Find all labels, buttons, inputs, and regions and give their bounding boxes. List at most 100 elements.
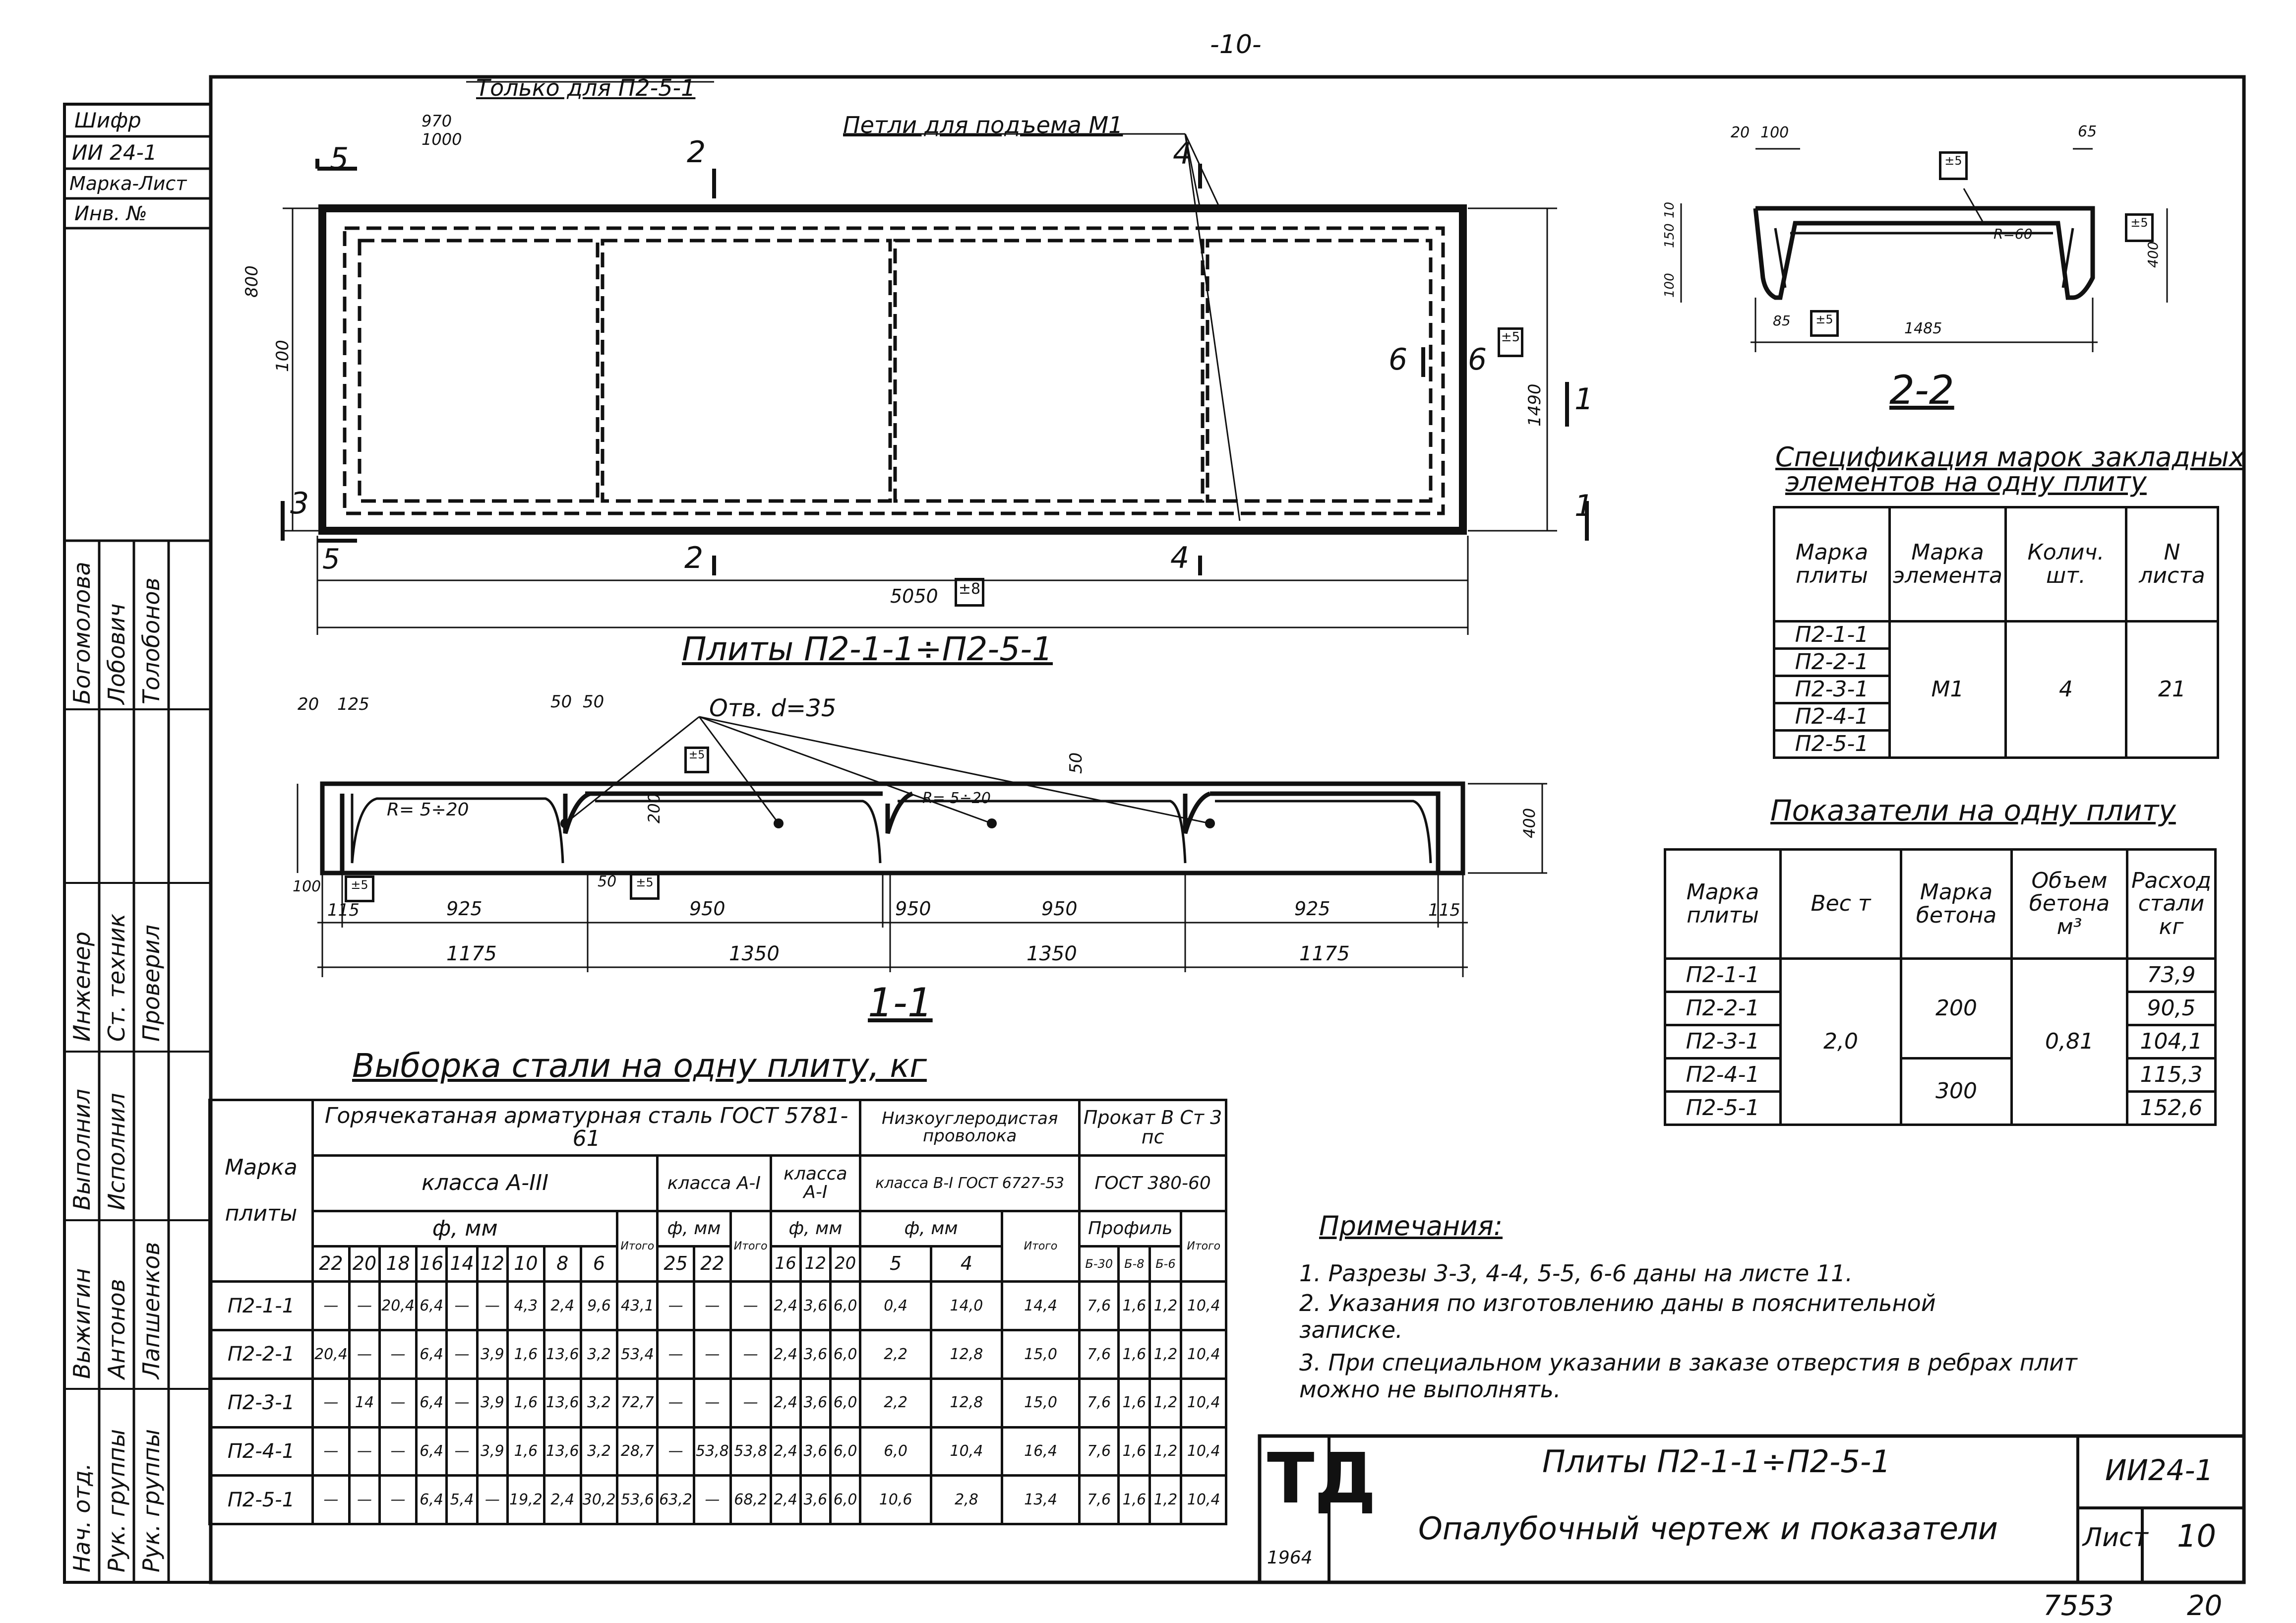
steel-cell: 10,4 xyxy=(1180,1426,1227,1477)
plan-dim-total: 5050 xyxy=(890,585,938,607)
steel-h-cls1: класса А-I xyxy=(656,1154,772,1212)
ind-concrete: 200 xyxy=(1900,957,2013,1060)
steel-cell: 10,4 xyxy=(1180,1329,1227,1380)
steel-cell: 30,2 xyxy=(579,1474,619,1525)
sec-mark: 2 xyxy=(687,135,706,170)
steel-cell: 6,4 xyxy=(415,1426,448,1477)
plan-caption: Плиты П2-1-1÷П2-5-1 xyxy=(682,630,1053,668)
steel-title: Выборка стали на одну плиту, кг xyxy=(352,1047,927,1085)
steel-cell: — xyxy=(445,1280,479,1332)
steel-cell: 6,0 xyxy=(829,1329,862,1380)
steel-diam: 6 xyxy=(579,1245,619,1283)
plan-top-note: Только для П2-5-1 xyxy=(476,74,696,101)
steel-cell: 13,6 xyxy=(543,1377,582,1429)
steel-cell: 68,2 xyxy=(729,1474,772,1525)
ind-header: Марка плиты xyxy=(1664,848,1782,960)
steel-cell: 20,4 xyxy=(311,1329,351,1380)
spec-qty: 4 xyxy=(2004,620,2127,759)
steel-h-prof: Профиль xyxy=(1078,1209,1183,1248)
steel-cell: 1,2 xyxy=(1148,1329,1183,1380)
steel-cell: 2,8 xyxy=(930,1474,1003,1525)
ind-mark: П2-3-1 xyxy=(1664,1024,1782,1060)
spec-row-mark: П2-2-1 xyxy=(1773,647,1891,677)
sec-mark: 4 xyxy=(1170,541,1190,575)
steel-cell: — xyxy=(692,1280,732,1332)
sec-mark: 5 xyxy=(330,141,349,176)
steel-cell: 1,6 xyxy=(1117,1329,1151,1380)
steel-cell: — xyxy=(311,1280,351,1332)
steel-h-phi: ф, мм xyxy=(769,1209,862,1248)
dim-label: 950 xyxy=(689,898,725,920)
steel-cell: 1,2 xyxy=(1148,1377,1183,1429)
steel-cell: 3,2 xyxy=(579,1329,619,1380)
steel-cell: 6,0 xyxy=(829,1280,862,1332)
title-line2: Опалубочный чертеж и показатели xyxy=(1418,1510,1998,1547)
steel-cell: 53,6 xyxy=(616,1474,659,1525)
steel-cell: 15,0 xyxy=(1000,1329,1081,1380)
plan-dim-1000: 1000 xyxy=(422,130,462,149)
spec-header: Марка элемента xyxy=(1888,506,2007,623)
tol-box: ±5 xyxy=(2125,213,2154,242)
steel-cell: 3,2 xyxy=(579,1377,619,1429)
steel-cell: 6,0 xyxy=(829,1474,862,1525)
steel-h-roll-gost: ГОСТ 380-60 xyxy=(1078,1154,1227,1212)
steel-cell: — xyxy=(729,1280,772,1332)
steel-cell: 3,9 xyxy=(476,1426,509,1477)
spec-row-mark: П2-1-1 xyxy=(1773,620,1891,650)
steel-cell: — xyxy=(692,1377,732,1429)
steel-diam: 20 xyxy=(348,1245,381,1283)
steel-diam: 5 xyxy=(859,1245,933,1283)
steel-cell: 13,6 xyxy=(543,1329,582,1380)
steel-cell: 2,4 xyxy=(769,1280,802,1332)
steel-cell: 7,6 xyxy=(1078,1280,1120,1332)
steel-cell: 9,6 xyxy=(579,1280,619,1332)
steel-diam: 12 xyxy=(476,1245,509,1283)
steel-cell: 2,4 xyxy=(543,1474,582,1525)
dim-label: 950 xyxy=(895,898,931,920)
sec-mark: 5 xyxy=(322,543,340,575)
steel-cell: 2,2 xyxy=(859,1329,933,1380)
steel-cell: — xyxy=(476,1280,509,1332)
steel-cell: — xyxy=(378,1474,418,1525)
steel-h-total: Итого xyxy=(729,1209,772,1283)
steel-cell: 2,4 xyxy=(769,1426,802,1477)
steel-cell: 2,4 xyxy=(543,1280,582,1332)
sec-mark: 6 xyxy=(1389,342,1408,377)
steel-diam: 8 xyxy=(543,1245,582,1283)
steel-h-roll: Прокат В Ст 3 пс xyxy=(1078,1099,1227,1157)
dim-label: 925 xyxy=(446,898,483,920)
steel-cell: 7,6 xyxy=(1078,1377,1120,1429)
steel-cell: 3,9 xyxy=(476,1329,509,1380)
dim-label: 100 xyxy=(1760,124,1789,141)
steel-diam: Б-30 xyxy=(1078,1245,1120,1283)
steel-cell: 1,2 xyxy=(1148,1426,1183,1477)
steel-cell: 6,0 xyxy=(829,1377,862,1429)
steel-h-plate-text: плиты xyxy=(225,1200,298,1226)
ind-header: Вес т xyxy=(1779,848,1902,960)
ind-steel: 152,6 xyxy=(2126,1090,2217,1126)
title-line1: Плиты П2-1-1÷П2-5-1 xyxy=(1542,1443,1891,1480)
steel-cell: 10,4 xyxy=(1180,1280,1227,1332)
tol-box: ±5 xyxy=(630,873,660,900)
steel-cell: 6,4 xyxy=(415,1280,448,1332)
steel-h-cls3: класса А-III xyxy=(311,1154,659,1212)
steel-cell: 19,2 xyxy=(506,1474,545,1525)
spec-title-2: элементов на одну плиту xyxy=(1785,466,2147,498)
steel-cell: — xyxy=(348,1280,381,1332)
steel-cell: 6,4 xyxy=(415,1474,448,1525)
steel-row-mark: П2-4-1 xyxy=(208,1426,314,1477)
steel-cell: — xyxy=(445,1426,479,1477)
steel-cell: 14,4 xyxy=(1000,1280,1081,1332)
steel-cell: — xyxy=(378,1377,418,1429)
stamp-shifr-label: Шифр xyxy=(74,108,141,132)
steel-cell: — xyxy=(656,1426,695,1477)
steel-cell: 53,8 xyxy=(692,1426,732,1477)
notes-item: 1. Разрезы 3-3, 4-4, 5-5, 6-6 даны на ли… xyxy=(1299,1260,1853,1287)
steel-cell: 10,4 xyxy=(1180,1474,1227,1525)
steel-cell: — xyxy=(311,1426,351,1477)
steel-diam: 10 xyxy=(506,1245,545,1283)
